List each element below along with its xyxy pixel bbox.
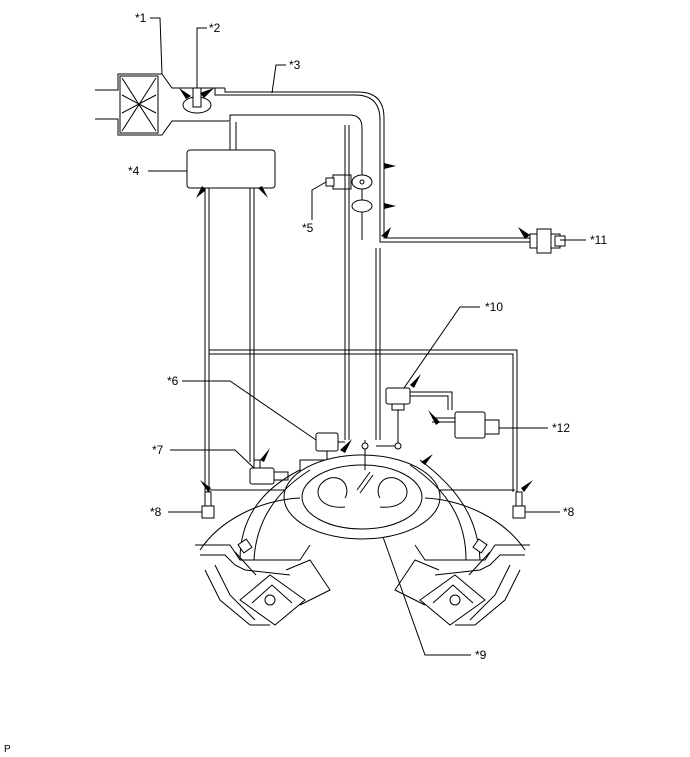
footer-code: P: [4, 744, 11, 755]
arrow-2-right: [200, 88, 214, 98]
label-1: *1: [135, 11, 147, 25]
arrow-7: [260, 448, 270, 462]
label-11: *11: [590, 233, 607, 247]
air-cleaner: [95, 73, 225, 136]
sensor-8-right: [512, 491, 526, 519]
label-3: *3: [289, 58, 301, 72]
cylinder-left: [195, 538, 331, 626]
arrow-11: [518, 227, 530, 239]
leader-lines: [148, 17, 586, 656]
intake-manifold: [199, 440, 526, 561]
valve-7: [249, 459, 289, 485]
vacuum-hoses: [204, 125, 518, 492]
arrow-8-left: [200, 480, 211, 492]
label-10: *10: [485, 300, 503, 314]
cylinder-right: [394, 538, 530, 626]
arrow-2-left: [179, 88, 191, 99]
arrow-hose-11: [381, 227, 391, 238]
arrow-markers: [179, 88, 533, 492]
arrow-12: [428, 410, 440, 425]
label-6: *6: [167, 374, 179, 388]
sensor-8-left: [201, 491, 215, 519]
label-9: *9: [475, 648, 487, 662]
valve-6: [299, 432, 345, 475]
arrow-5-top: [384, 163, 396, 169]
arrow-4-right: [258, 186, 268, 198]
arrow-6: [340, 439, 352, 453]
arrow-4-left: [196, 186, 206, 198]
label-5: *5: [302, 221, 314, 235]
resonator: [186, 122, 276, 189]
label-2: *2: [209, 21, 221, 35]
vsv-10: [376, 387, 453, 447]
arrow-10: [410, 374, 421, 388]
arrow-5-bottom: [384, 203, 396, 209]
label-7: *7: [152, 443, 164, 457]
label-12: *12: [552, 421, 570, 435]
label-8-left: *8: [150, 505, 162, 519]
valve-5: [325, 174, 373, 213]
arrow-8-right: [521, 480, 533, 492]
label-8-right: *8: [563, 505, 575, 519]
arrow-manifold: [421, 454, 433, 465]
airflow-meter: [182, 87, 212, 114]
label-4: *4: [128, 164, 140, 178]
valve-11: [529, 228, 566, 254]
valve-12: [432, 411, 500, 439]
